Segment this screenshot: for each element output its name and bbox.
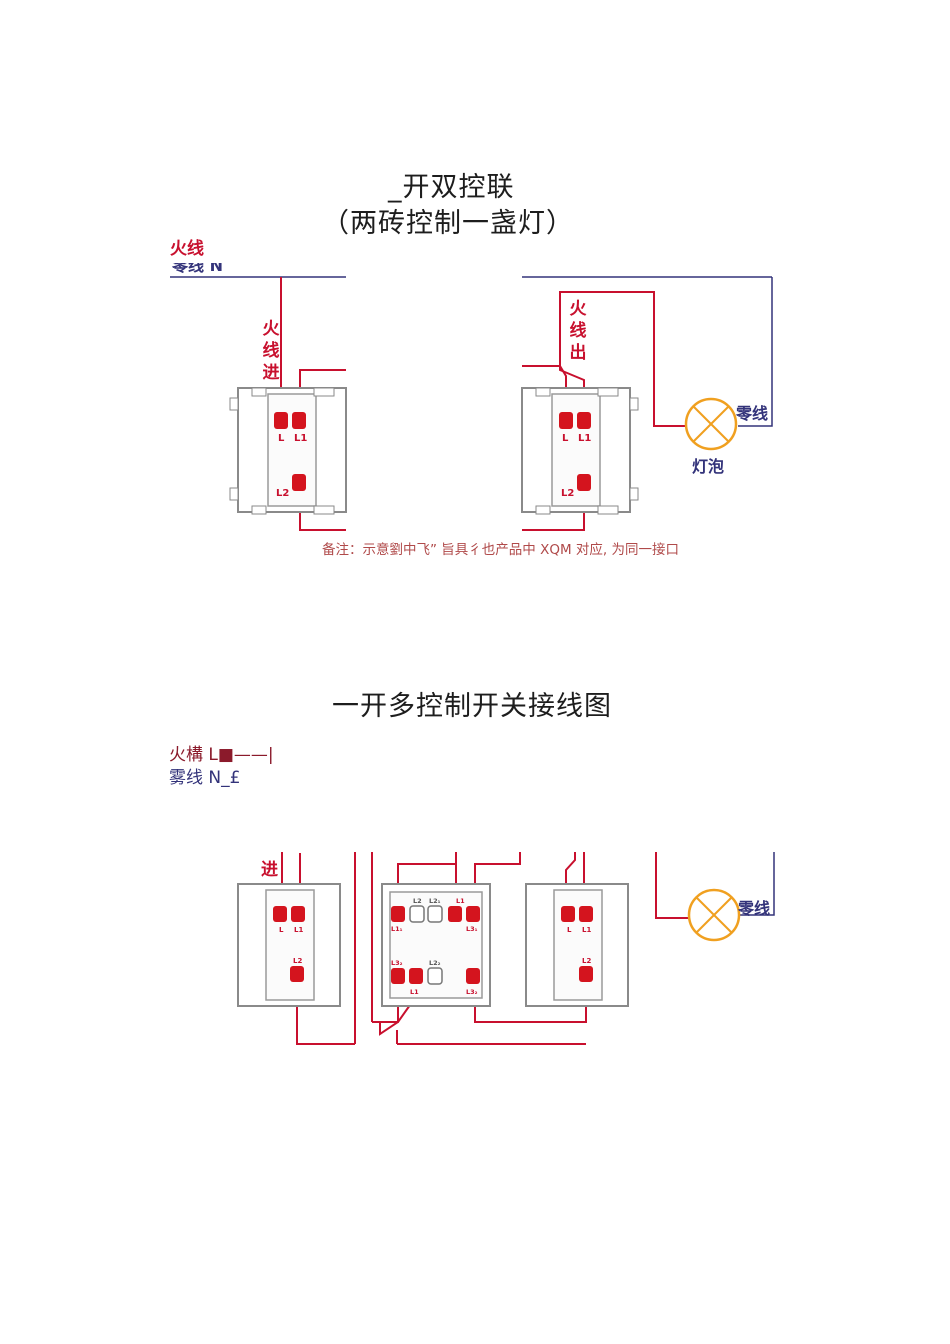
live-in-label: 火线进 [262,319,280,383]
left-switch-L2-label: L2 [276,488,289,499]
right-switch-L2-label: L2 [561,488,574,499]
right-switch-L-label: L [562,433,569,444]
svg-text:L1₁: L1₁ [391,925,403,933]
svg-text:L2₁: L2₁ [429,897,441,905]
diagram-note: 备注：示意劉中飞” 旨具彳也产品中 XQM 对应, 为同一接口 [322,542,679,558]
bulb-label: 灯泡 [692,457,725,476]
svg-text:L1: L1 [582,926,591,934]
section1-title: _开双控联 [388,172,515,203]
bulb-icon [684,397,738,451]
svg-text:L2₂: L2₂ [429,959,441,967]
svg-text:L3₁: L3₁ [466,925,478,933]
live-out-label: 火线出 [569,299,587,363]
multi-right-switch: L L1 L2 [525,883,629,1007]
live-wire-label: 火线 [170,239,204,259]
svg-text:L: L [567,926,572,934]
neutral-wire-top-label: 零线 N [172,263,223,275]
left-switch: L L1 L2 [229,387,347,515]
section1-wiring-diagram: L L1 L2 L L1 L2 [170,276,773,531]
svg-text:L: L [279,926,284,934]
svg-text:L1: L1 [294,926,303,934]
multi-left-switch: L L1 L2 [237,883,341,1007]
right-switch-L1-label: L1 [578,433,591,444]
multi-middle-switch: L2 L2₁ L1 L1₁ L3₁ L3₂ L2₂ L1 L3₂ [381,883,491,1007]
multi-neutral-label: 零线 [738,899,771,918]
section2-title: 一开多控制开关接线图 [332,691,612,722]
legend-live: 火構 L■——| [169,745,274,765]
section1-subtitle: （两砖控制一盏灯） [322,208,574,239]
svg-text:L2: L2 [582,957,591,965]
neutral-label: 零线 [736,404,769,423]
svg-text:L3₂: L3₂ [466,988,478,996]
legend-neutral: 雾线 N_£ [169,768,241,788]
right-switch: L L1 L2 [521,387,639,515]
multi-live-in-label: 进 [261,860,278,880]
left-switch-L-label: L [278,433,285,444]
svg-text:L3₂: L3₂ [391,959,403,967]
svg-text:L1: L1 [410,988,419,996]
svg-text:L2: L2 [413,897,422,905]
left-switch-L1-label: L1 [294,433,307,444]
svg-text:L2: L2 [293,957,302,965]
svg-text:L1: L1 [456,897,465,905]
multi-bulb-icon [687,888,741,942]
